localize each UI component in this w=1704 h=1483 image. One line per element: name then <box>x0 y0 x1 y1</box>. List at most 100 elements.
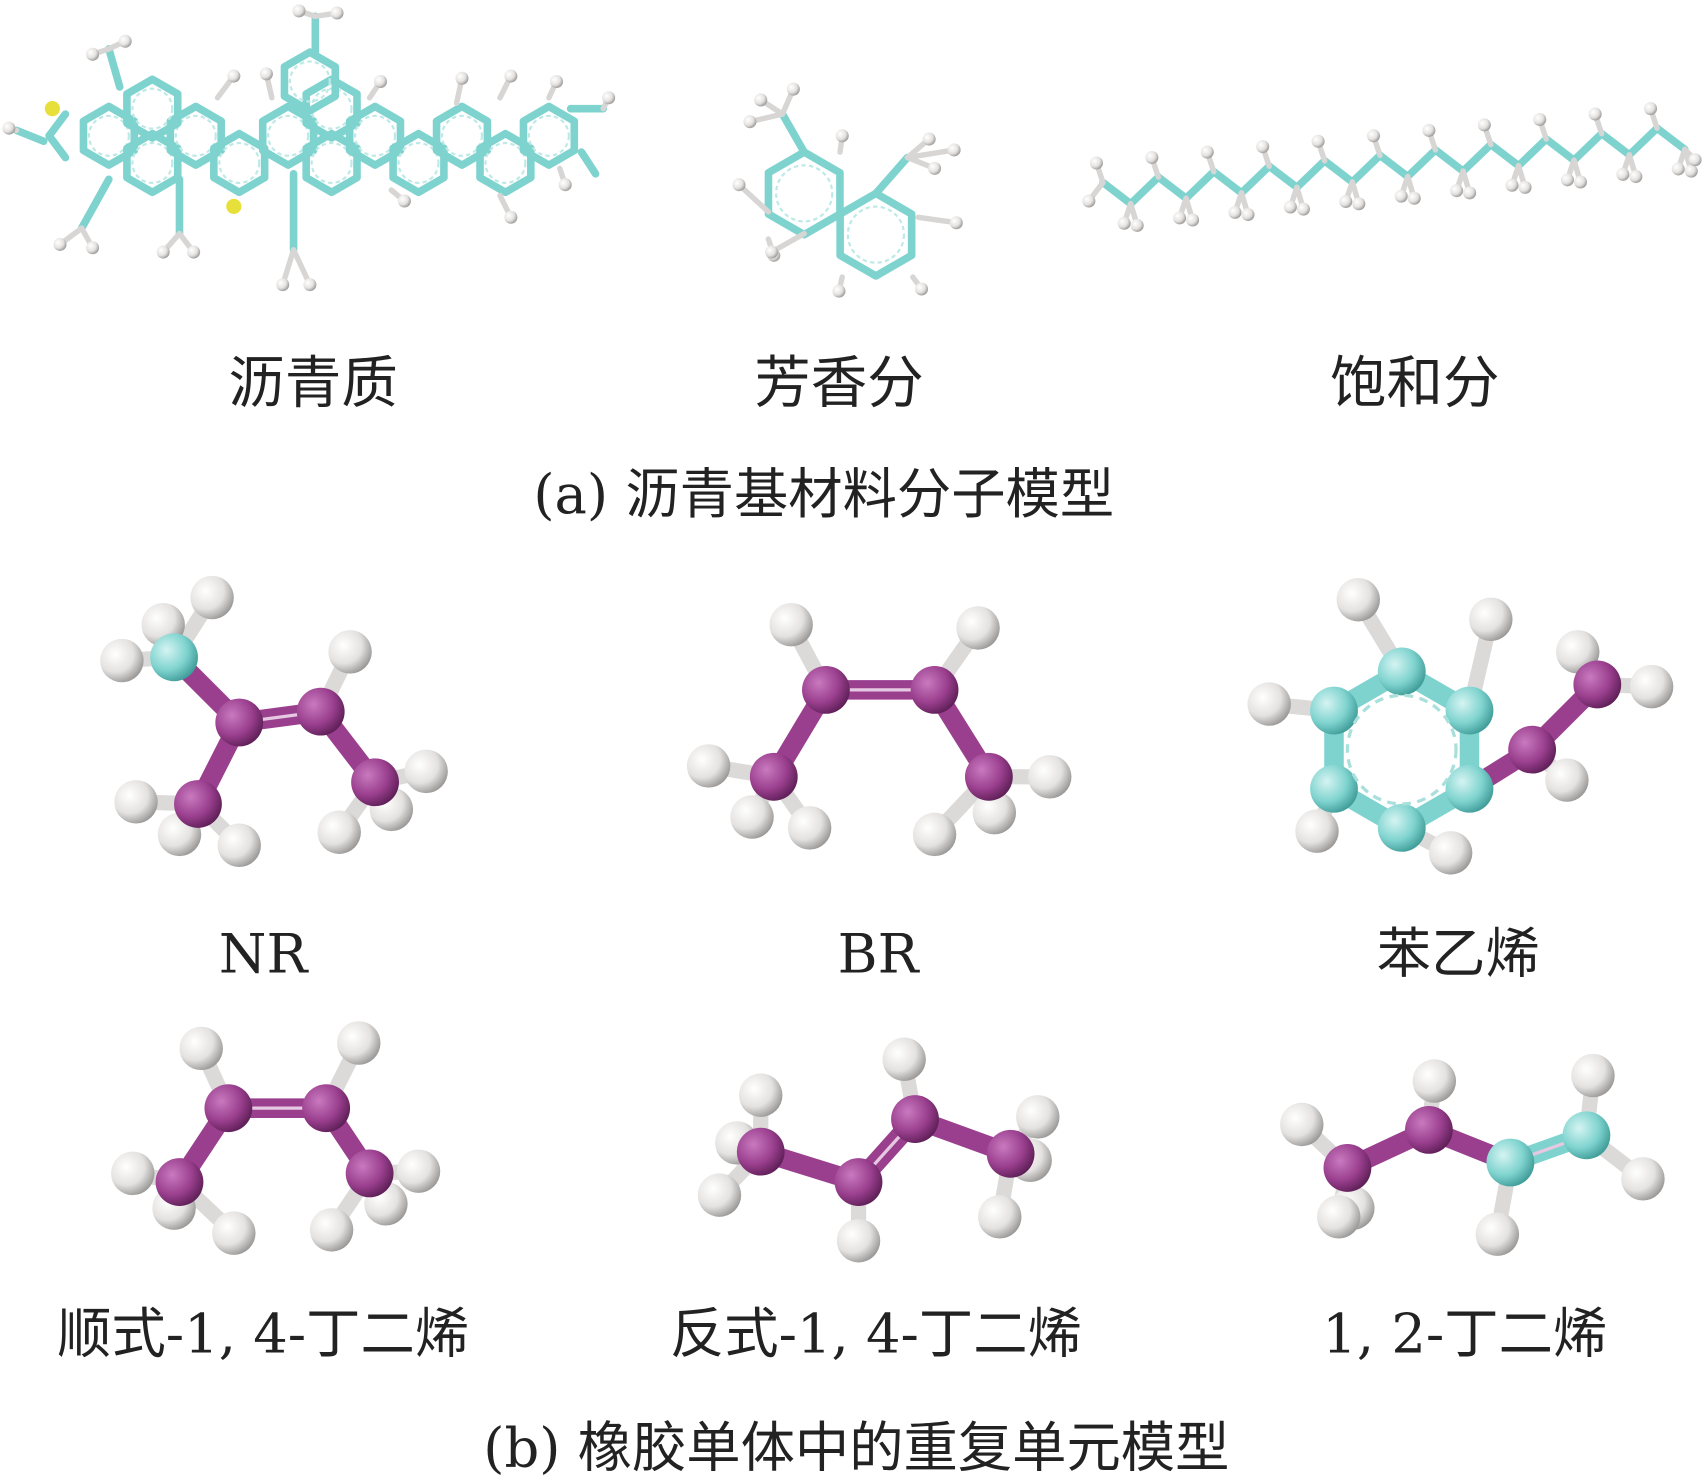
hydrogen-atom <box>1089 156 1103 170</box>
styrene-carbon-atom <box>1508 725 1557 774</box>
label-12-butadiene: 1, 2-丁二烯 <box>1322 1303 1607 1366</box>
nr-hydrogen-atom <box>404 749 448 794</box>
hydrogen-atom <box>227 69 241 83</box>
methyl-bond <box>778 110 808 156</box>
hydrogen-atom <box>1283 200 1297 214</box>
hydrogen-atom <box>86 241 100 255</box>
asphaltene-ring-8-aromatic-circle <box>354 114 397 157</box>
trans-carbon-atom <box>986 1129 1035 1178</box>
hydrogen-atom <box>276 278 290 292</box>
asphaltene-bond <box>45 110 70 140</box>
asphaltene-ring-9-ring <box>280 48 340 115</box>
label-nr: NR <box>219 922 310 985</box>
hydrogen-atom <box>455 71 469 85</box>
trans-hydrogen-atom <box>739 1073 783 1117</box>
hydrogen-atom <box>504 210 518 224</box>
chain-bond <box>1265 162 1301 192</box>
sulfur-atom <box>226 198 242 215</box>
asphaltene-ring-13-aromatic-circle <box>527 114 570 157</box>
asphaltene-ring-2-aromatic-circle <box>174 114 217 157</box>
asphaltene-ring-3-ring <box>123 75 182 142</box>
nr-hydrogen-atom <box>100 638 144 683</box>
aromatics-ring-2-ring <box>836 189 916 280</box>
hydrogen-atom <box>1117 216 1131 230</box>
asphaltene-ring-0-ring <box>79 102 139 169</box>
hydrogen-atom <box>1173 211 1187 225</box>
chain-bond <box>1154 173 1190 203</box>
hydrogen-atom <box>1145 151 1159 165</box>
styrene-carbon-atom <box>1573 660 1622 709</box>
hydrogen-atom <box>765 245 779 259</box>
trans-hydrogen-atom <box>1016 1095 1060 1139</box>
hydrogen-atom <box>732 178 746 192</box>
chain-bond <box>1376 151 1412 181</box>
vinyl-hydrogen-atom <box>1280 1102 1324 1147</box>
trans-carbon-atom <box>891 1095 939 1143</box>
hydrogen-atom <box>1422 123 1436 137</box>
br-hydrogen-atom <box>972 790 1017 835</box>
alkyl-bond <box>12 126 48 146</box>
hydrogen-atom <box>1241 208 1255 222</box>
c-h-bond <box>736 181 772 215</box>
nr-carbon-atom <box>174 780 222 828</box>
styrene-hydrogen-atom <box>1469 597 1513 642</box>
styrene-hydrogen-atom <box>1295 809 1339 853</box>
chain-bond <box>1487 140 1523 170</box>
nr-carbon-atom <box>351 758 399 807</box>
asphaltene-ring-7-aromatic-circle <box>310 141 353 185</box>
hydrogen-atom <box>1130 218 1144 232</box>
hydrogen-atom <box>1296 202 1310 216</box>
styrene-aromatic-circle <box>1345 693 1458 806</box>
label-cis-butadiene: 顺式-1, 4-丁二烯 <box>57 1303 469 1366</box>
hydrogen-atom <box>1082 194 1096 208</box>
aromatics-ring-2-aromatic-circle <box>846 205 906 264</box>
asphaltene-ring-9-aromatic-circle <box>288 60 331 103</box>
nr-carbon-atom <box>296 687 345 736</box>
nr-hydrogen-atom <box>317 810 361 854</box>
hydrogen-atom <box>915 282 929 296</box>
vinyl-hydrogen-atom <box>1475 1212 1520 1256</box>
hydrogen-atom <box>1688 153 1702 167</box>
cis-carbon-atom <box>204 1084 253 1133</box>
vinyl-carbon-atom <box>1562 1111 1611 1160</box>
hydrogen-atom <box>1505 178 1519 192</box>
hydrogen-atom <box>922 132 936 146</box>
label-aromatics: 芳香分 <box>754 351 923 416</box>
chain-bond <box>1209 167 1246 197</box>
label-trans-butadiene: 反式-1, 4-丁二烯 <box>670 1303 1082 1366</box>
hydrogen-atom <box>187 245 201 259</box>
asphaltene-ring-5-ring <box>258 102 318 169</box>
chain-bond <box>1237 162 1273 197</box>
chain-bond <box>1348 151 1384 186</box>
cis-hydrogen-atom <box>309 1208 354 1252</box>
br-carbon-atom <box>910 665 959 714</box>
trans-hydrogen-atom <box>836 1218 881 1263</box>
styrene-carbon-atom <box>1377 803 1426 852</box>
hydrogen-atom <box>292 4 306 18</box>
vinyl-carbon-atom <box>1323 1144 1372 1192</box>
styrene-carbon-atom <box>1445 686 1494 735</box>
asphaltene-ring-0-aromatic-circle <box>87 114 130 157</box>
chain-bond <box>1293 156 1329 192</box>
hydrogen-atom <box>1629 170 1643 184</box>
hydrogen-atom <box>1684 164 1698 178</box>
hydrogen-atom <box>1366 129 1381 143</box>
vinyl-hydrogen-atom <box>1621 1157 1665 1201</box>
chain-bond <box>1514 135 1551 170</box>
chain-bond <box>1542 135 1578 165</box>
chain-bond <box>1625 124 1661 159</box>
br-carbon-atom <box>964 752 1013 801</box>
hydrogen-atom <box>1352 197 1366 211</box>
asphaltene-ring-11-ring <box>432 102 492 169</box>
styrene-hydrogen-atom <box>1247 682 1291 726</box>
hydrogen-atom <box>1671 162 1685 176</box>
hydrogen-atom <box>2 121 16 135</box>
hydrogen-atom <box>754 93 768 107</box>
cis-hydrogen-atom <box>111 1151 155 1196</box>
hydrogen-atom <box>832 284 846 298</box>
trans-hydrogen-atom <box>882 1037 926 1082</box>
chain-bond <box>1597 129 1634 159</box>
br-hydrogen-atom <box>1028 755 1072 799</box>
nr-carbon-atom <box>215 698 264 747</box>
